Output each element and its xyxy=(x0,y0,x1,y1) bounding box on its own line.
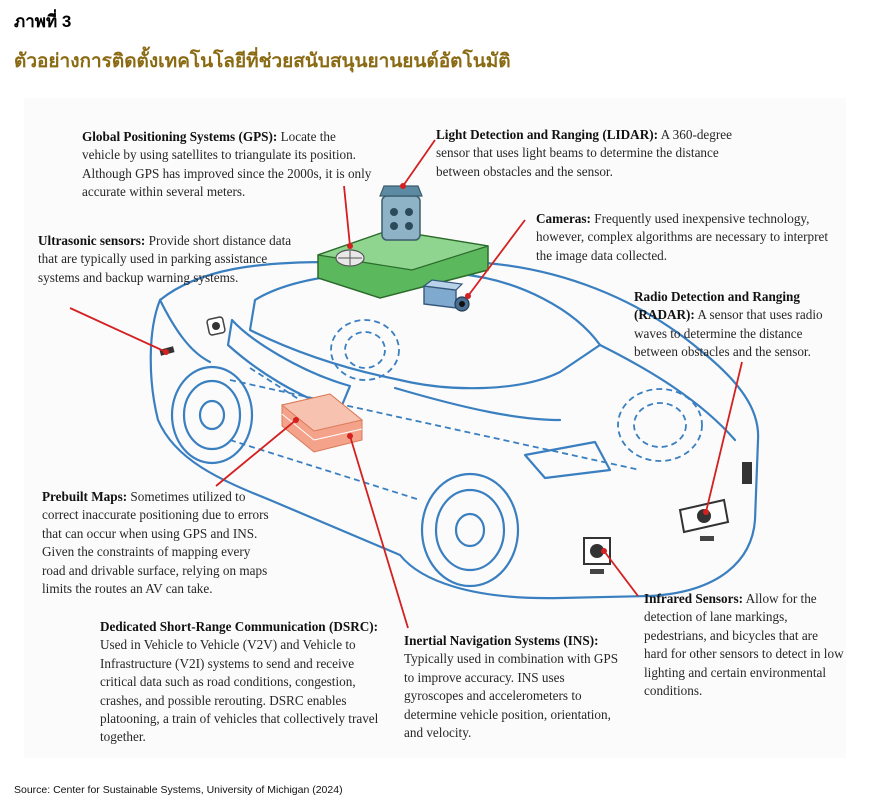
maps-annotation: Prebuilt Maps: Sometimes utilized to cor… xyxy=(42,488,274,598)
front-side-sensor xyxy=(742,462,752,484)
radar-wave-rear xyxy=(330,319,400,381)
camera-unit xyxy=(422,279,470,312)
lidar-leader xyxy=(402,139,436,187)
infrared-annotation: Infrared Sensors: Allow for the detectio… xyxy=(644,590,844,700)
lidar-unit xyxy=(379,185,423,241)
ins-leader xyxy=(349,435,409,629)
lidar-title: Light Detection and Ranging (LIDAR): xyxy=(436,127,658,142)
figure-label: ภาพที่ 3 xyxy=(14,12,72,31)
ins-text: Typically used in combination with GPS t… xyxy=(404,651,619,741)
front-wheel xyxy=(420,472,520,588)
dsrc-text: Used in Vehicle to Vehicle (V2V) and Veh… xyxy=(100,637,379,745)
gps-text: Locate the vehicle by using satellites t… xyxy=(82,129,372,200)
prebuilt-maps-block xyxy=(280,393,364,453)
radar-sensor xyxy=(678,498,730,541)
radar-text: A sensor that uses radio waves to determ… xyxy=(634,307,823,360)
infrared-title: Infrared Sensors: xyxy=(644,591,744,606)
source-credit: Source: Center for Sustainable Systems, … xyxy=(14,784,343,796)
camera-leader xyxy=(467,219,526,297)
dsrc-title: Dedicated Short-Range Communication (DSR… xyxy=(100,619,379,634)
lidar-annotation: Light Detection and Ranging (LIDAR): A 3… xyxy=(436,126,756,181)
car-door-line xyxy=(393,386,562,422)
cameras-text: Frequently used inexpensive technology, … xyxy=(536,211,829,263)
radar-leader xyxy=(705,361,743,513)
radar-wave-front xyxy=(617,388,703,462)
ins-title: Inertial Navigation Systems (INS): xyxy=(404,633,599,648)
figure-title: ตัวอย่างการติดตั้งเทคโนโลยีที่ช่วยสนับสน… xyxy=(14,51,511,72)
radar-annotation: Radio Detection and Ranging (RADAR): A s… xyxy=(634,288,844,362)
rear-wheel xyxy=(170,365,254,465)
car-rear-line xyxy=(158,298,212,364)
gps-title: Global Positioning Systems (GPS): xyxy=(82,129,278,144)
gps-annotation: Global Positioning Systems (GPS): Locate… xyxy=(82,128,372,202)
car-front-hood-line xyxy=(598,343,737,442)
infrared-text: Allow for the detection of lane markings… xyxy=(644,591,844,699)
dsrc-annotation: Dedicated Short-Range Communication (DSR… xyxy=(100,618,380,747)
maps-title: Prebuilt Maps: xyxy=(42,489,128,504)
cameras-title: Cameras: xyxy=(536,211,591,226)
infrared-sensor xyxy=(583,537,611,574)
gps-leader xyxy=(343,185,351,247)
lidar-text: A 360-degree sensor that uses light beam… xyxy=(436,127,732,179)
leader-lines xyxy=(69,139,743,629)
infrared-leader xyxy=(603,550,639,597)
car-air-vent xyxy=(523,440,612,480)
ultrasonic-title: Ultrasonic sensors: xyxy=(38,233,146,248)
ultrasonic-leader xyxy=(69,307,167,353)
cameras-annotation: Cameras: Frequently used inexpensive tec… xyxy=(536,210,836,265)
ultrasonic-annotation: Ultrasonic sensors: Provide short distan… xyxy=(38,232,308,287)
radar-title: Radio Detection and Ranging (RADAR): xyxy=(634,289,800,323)
ultrasonic-text: Provide short distance data that are typ… xyxy=(38,233,292,285)
ins-annotation: Inertial Navigation Systems (INS): Typic… xyxy=(404,632,624,742)
maps-text: Sometimes utilized to correct inaccurate… xyxy=(42,489,269,597)
maps-leader xyxy=(215,419,297,487)
